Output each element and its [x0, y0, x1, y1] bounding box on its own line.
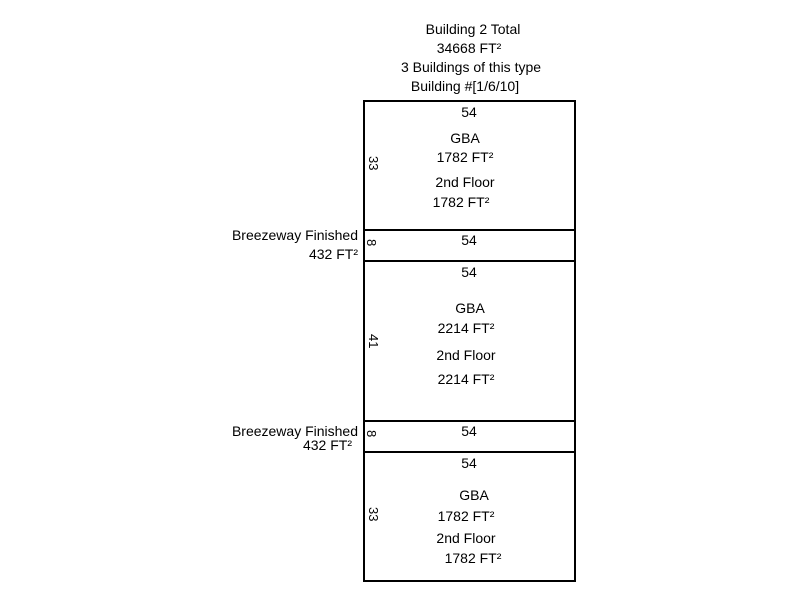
section-3-floor-label: 2nd Floor [436, 347, 496, 363]
section-4-top-dim: 54 [461, 423, 477, 439]
section-5-gba-label: GBA [459, 487, 489, 503]
section-2-top-dim: 54 [461, 232, 477, 248]
section-4-side-label: Breezeway Finished [231, 423, 358, 439]
section-3-top-dim: 54 [461, 264, 477, 280]
section-2-side-area: 432 FT² [308, 246, 358, 262]
section-5-floor-label: 2nd Floor [436, 530, 496, 546]
section-1-floor-label: 2nd Floor [435, 174, 495, 190]
section-1-side-dim: 33 [366, 156, 381, 171]
section-gba-2 [363, 260, 576, 422]
building-total-area: 34668 FT² [436, 40, 502, 56]
section-1-gba-area: 1782 FT² [436, 149, 494, 165]
section-gba-1 [363, 100, 576, 231]
section-5-floor-area: 1782 FT² [444, 550, 502, 566]
section-2-side-label: Breezeway Finished [231, 227, 358, 243]
section-3-floor-area: 2214 FT² [437, 371, 495, 387]
section-5-gba-area: 1782 FT² [437, 508, 495, 524]
section-1-floor-area: 1782 FT² [432, 194, 490, 210]
section-1-gba-label: GBA [450, 130, 480, 146]
section-5-top-dim: 54 [461, 455, 477, 471]
section-gba-3 [363, 451, 576, 582]
section-4-side-area: 432 FT² [302, 437, 352, 453]
section-5-side-dim: 33 [366, 507, 381, 522]
building-numbers: Building #[1/6/10] [410, 78, 520, 94]
section-3-side-dim: 41 [366, 334, 381, 349]
section-breezeway-1 [363, 229, 576, 262]
section-1-top-dim: 54 [461, 104, 477, 120]
section-4-side-dim: 8 [364, 430, 379, 438]
building-title: Building 2 Total [425, 21, 521, 37]
section-2-side-dim: 8 [364, 239, 379, 247]
building-count-note: 3 Buildings of this type [400, 59, 542, 75]
section-3-gba-area: 2214 FT² [437, 320, 495, 336]
section-3-gba-label: GBA [455, 300, 485, 316]
